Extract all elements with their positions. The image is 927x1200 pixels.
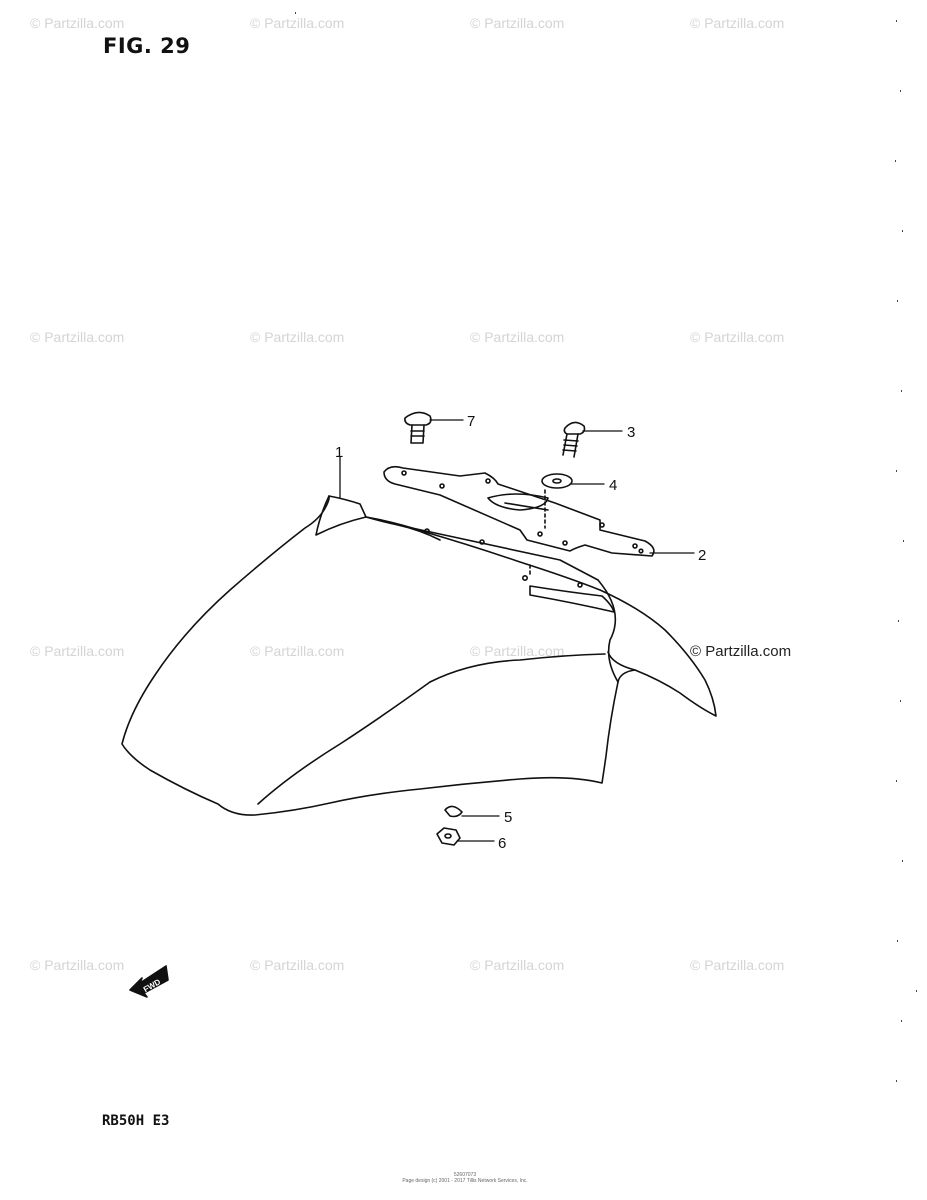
watermark: © Partzilla.com <box>30 643 125 659</box>
figure-title: FIG. 29 <box>103 34 191 58</box>
watermark: © Partzilla.com <box>30 957 125 973</box>
watermark: © Partzilla.com <box>250 15 345 31</box>
bracket-plate-part-2 <box>383 465 655 557</box>
watermark: © Partzilla.com <box>470 957 565 973</box>
watermark: © Partzilla.com <box>250 643 345 659</box>
watermark: © Partzilla.com <box>470 643 565 659</box>
watermark: © Partzilla.com <box>690 15 785 31</box>
footer-copyright: Page design (c) 2001 - 2017 Tillis Netwo… <box>402 1178 528 1184</box>
watermark-dark: © Partzilla.com <box>690 643 792 660</box>
fwd-arrow-icon <box>129 965 169 998</box>
nut-part-6 <box>436 827 461 846</box>
screw-part-7 <box>404 411 432 444</box>
callout-7: 7 <box>467 413 475 430</box>
watermark: © Partzilla.com <box>690 329 785 345</box>
watermark: © Partzilla.com <box>250 329 345 345</box>
watermark: © Partzilla.com <box>30 15 125 31</box>
washer-part-4 <box>541 473 573 489</box>
watermark: © Partzilla.com <box>250 957 345 973</box>
watermark: © Partzilla.com <box>470 329 565 345</box>
footer-code: 52607073 <box>453 1172 477 1178</box>
callout-1: 1 <box>335 444 343 461</box>
washer-part-5 <box>444 805 463 818</box>
callout-4: 4 <box>609 477 617 494</box>
callout-6: 6 <box>498 835 506 852</box>
front-fender-part-1 <box>121 495 717 816</box>
callout-5: 5 <box>504 809 512 826</box>
page-footer: 52607073 Page design (c) 2001 - 2017 Til… <box>380 1172 550 1184</box>
model-code: RB50H E3 <box>102 1113 170 1129</box>
watermark: © Partzilla.com <box>690 957 785 973</box>
screw-part-3 <box>562 421 586 458</box>
callout-2: 2 <box>698 547 706 564</box>
watermark: © Partzilla.com <box>470 15 565 31</box>
callout-3: 3 <box>627 424 635 441</box>
watermark: © Partzilla.com <box>30 329 125 345</box>
